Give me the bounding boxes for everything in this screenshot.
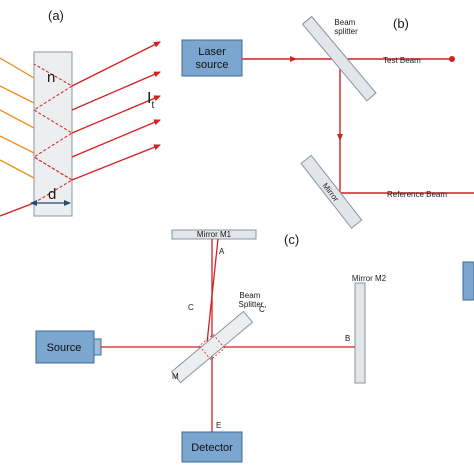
thickness-label: d xyxy=(48,186,56,203)
detector-box xyxy=(181,431,243,463)
test-beam-label: Test Beam xyxy=(383,56,421,65)
transmitted-intensity-label: It xyxy=(147,90,154,111)
panel-b-tag: (b) xyxy=(393,16,409,31)
panel-a-tag: (a) xyxy=(48,8,64,23)
point-c-label: C xyxy=(188,303,194,312)
thin-film-plate xyxy=(33,51,73,217)
source-nozzle xyxy=(93,338,102,356)
incident-red-ray xyxy=(0,202,35,217)
partial-box-right xyxy=(462,261,474,301)
incident-rays xyxy=(0,57,35,179)
mirror-m1-label: Mirror M1 xyxy=(197,230,232,239)
panel-a: (a) n d It xyxy=(0,8,161,217)
panel-c: (c) Mirror M1 Mirror M2 Beam Splitter So… xyxy=(35,229,387,463)
mirror-m1 xyxy=(171,229,257,240)
beam-splitter-c xyxy=(170,310,254,384)
beam-splitter-label-c: Beam Splitter xyxy=(239,291,264,309)
beam-splitter-plate xyxy=(301,15,377,102)
point-b-label: B xyxy=(345,334,350,343)
point-a-label: A xyxy=(219,247,225,256)
laser-source-box xyxy=(181,39,243,77)
mirror-b: Mirror xyxy=(300,154,363,229)
panel-c-tag: (c) xyxy=(284,232,299,247)
source-box xyxy=(35,330,95,364)
point-m-label: M xyxy=(172,372,179,381)
transmitted-rays xyxy=(71,41,161,181)
point-e-label: E xyxy=(216,421,221,430)
beam-splitter-label-b: Beam splitter xyxy=(334,18,358,36)
source-label: Source xyxy=(47,342,82,354)
refractive-index-label: n xyxy=(47,69,55,86)
detector-label: Detector xyxy=(191,442,233,454)
reference-beam-label: Reference Beam xyxy=(387,190,447,199)
mirror-m2 xyxy=(354,282,366,384)
point-c-prime-label: C' xyxy=(259,305,267,314)
mirror-m2-label: Mirror M2 xyxy=(352,274,387,283)
